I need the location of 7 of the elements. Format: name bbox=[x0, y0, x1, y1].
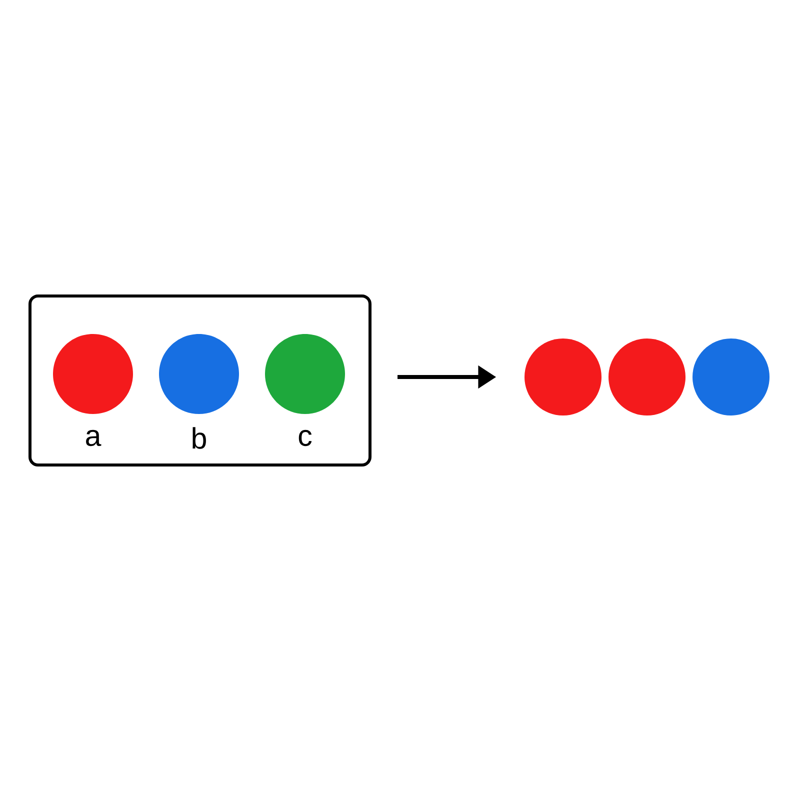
circle-label: b bbox=[192, 427, 206, 449]
circle-label: a bbox=[86, 430, 102, 446]
circle bbox=[692, 338, 770, 416]
circle bbox=[524, 338, 602, 416]
circle-label: c bbox=[298, 430, 312, 446]
circle bbox=[608, 338, 686, 416]
frame-box bbox=[28, 294, 372, 466]
